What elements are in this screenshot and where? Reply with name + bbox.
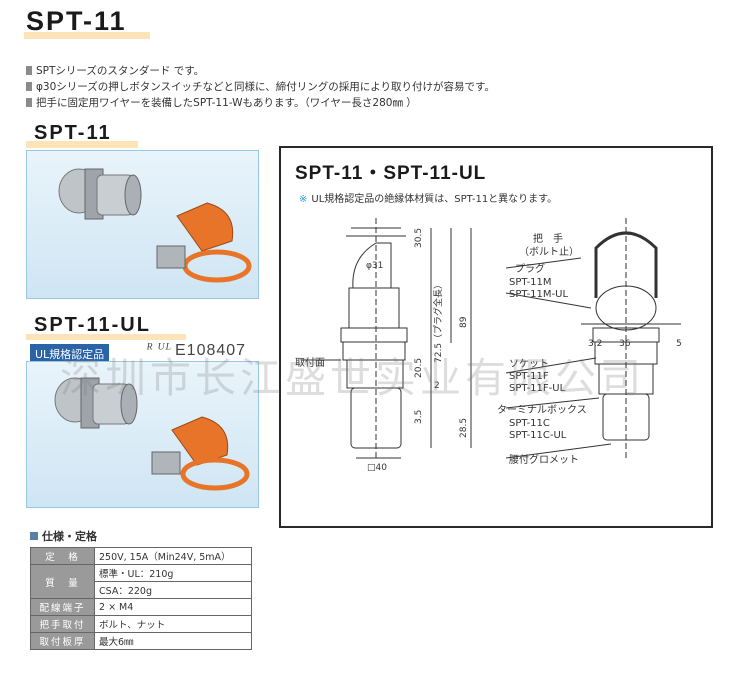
ul-logo-icon: ᴿ ᵁᴸ: [146, 341, 172, 358]
section2-underline: [26, 334, 186, 340]
handle-label: 把 手: [533, 232, 563, 245]
section1-underline: [26, 141, 138, 148]
dim-3-5: 3.5: [414, 410, 424, 424]
bullet-icon: [26, 98, 32, 107]
handle-sub-label: （ボルト止）: [519, 246, 579, 258]
specs-title: 仕様・定格: [30, 528, 97, 544]
drawing-title: SPT-11・SPT-11-UL: [295, 163, 487, 184]
dim-diameter: φ31: [366, 261, 383, 271]
socket-model-1: SPT-11F: [509, 371, 549, 382]
bullet-icon: [30, 532, 38, 540]
description-line-1: SPTシリーズのスタンダード です。: [26, 63, 204, 78]
description-line-2: φ30シリーズの押しボタンスイッチなどと同様に、締付リングの採用により取り付けが…: [26, 79, 495, 94]
bullet-icon: [26, 66, 32, 75]
spec-label: 定 格: [30, 547, 95, 565]
plug-model-1: SPT-11M: [509, 277, 552, 288]
drawing-note: ※UL規格認定品の絶縁体材質は、SPT-11と異なります。: [299, 194, 558, 205]
dim-20-5: 20.5: [414, 358, 424, 378]
dim-40: □40: [367, 463, 387, 473]
table-row: 質 量 標準・UL：210g: [30, 564, 252, 599]
plug-label: プラグ: [515, 262, 545, 275]
description-line-3: 把手に固定用ワイヤーを装備したSPT-11-Wもあります。（ワイヤー長さ280㎜…: [26, 95, 417, 110]
spec-label: 配線端子: [30, 598, 95, 616]
dim-36: 36: [619, 339, 631, 349]
dim-28-5: 28.5: [459, 418, 469, 438]
bullet-icon: [26, 82, 32, 91]
spec-value: 2 × M4: [94, 598, 252, 616]
dim-30-5: 30.5: [414, 228, 424, 248]
mount-face-label: 取付面: [295, 356, 325, 369]
dim-2: 2: [434, 381, 440, 391]
page-title: SPT-11: [26, 6, 127, 36]
table-row: 配線端子 2 × M4: [30, 598, 252, 616]
spec-value: 250V, 15A（Min24V, 5mA）: [94, 547, 252, 565]
dim-5: 5: [676, 339, 682, 349]
connector-ul-illustration: [54, 377, 250, 491]
table-row: 把手取付 ボルト、ナット: [30, 615, 252, 633]
connector-illustration: [58, 168, 252, 283]
dim-72-5: 72.5（プラグ全長）: [432, 280, 444, 363]
plug-model-2: SPT-11M-UL: [509, 289, 568, 300]
spec-value: CSA：220g: [94, 581, 252, 599]
dim-3-2: 3.2: [588, 339, 602, 349]
product-photo-spt11-ul: [26, 361, 259, 508]
terminal-box-label: ターミナルボックス: [497, 404, 587, 416]
table-row: 取付板厚 最大6㎜: [30, 632, 252, 650]
spec-value: 最大6㎜: [94, 632, 252, 650]
socket-model-2: SPT-11F-UL: [509, 383, 566, 394]
technical-drawing-panel: [279, 146, 713, 528]
spec-label: 把手取付: [30, 615, 95, 633]
product-photo-spt11: [26, 150, 259, 299]
ul-file-number: E108407: [175, 342, 247, 359]
ul-certified-badge: UL規格認定品: [30, 344, 110, 364]
socket-label: ソケット: [509, 358, 549, 370]
spec-label: 質 量: [30, 564, 95, 599]
terminal-model-1: SPT-11C: [509, 418, 550, 429]
note-asterisk: ※: [299, 194, 308, 205]
table-row: 定 格 250V, 15A（Min24V, 5mA）: [30, 547, 252, 565]
watermark-text: 深圳市长江盛世实业有限公司: [60, 354, 645, 402]
dim-89: 89: [459, 316, 469, 328]
spec-label: 取付板厚: [30, 632, 95, 650]
spec-value: 標準・UL：210g: [94, 564, 252, 582]
grommet-label: 腰付グロメット: [509, 453, 579, 466]
section2-title: SPT-11-UL: [34, 314, 151, 336]
specs-table: 定 格 250V, 15A（Min24V, 5mA） 質 量 標準・UL：210…: [30, 547, 252, 650]
spec-value: ボルト、ナット: [94, 615, 252, 633]
dimension-drawing: φ31 30.5 72.5（プラグ全長） 89 20.5 2 3.5 28.5 …: [295, 218, 682, 473]
section1-title: SPT-11: [34, 122, 112, 144]
title-underline: [24, 32, 150, 39]
terminal-model-2: SPT-11C-UL: [509, 430, 567, 441]
